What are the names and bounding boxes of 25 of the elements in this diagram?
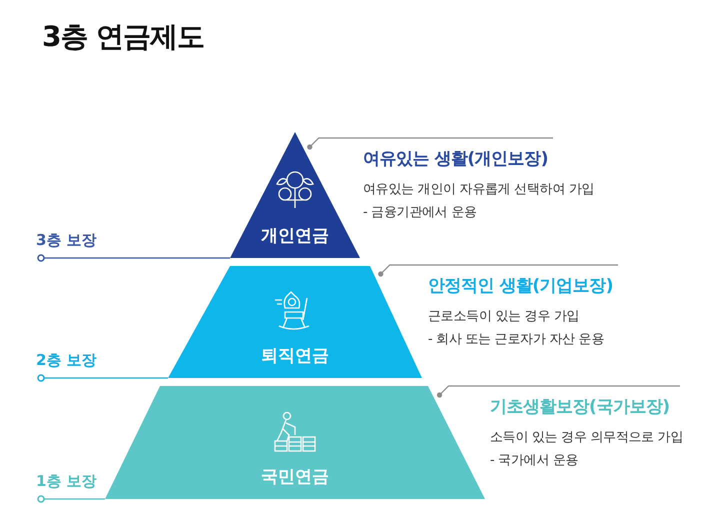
level-label: 2층 보장 (36, 351, 97, 370)
leader-line (378, 264, 618, 277)
tier-label: 개인연금 (260, 225, 330, 247)
tier-label: 퇴직연금 (260, 345, 330, 367)
level-line (37, 374, 168, 382)
heading: 안정적인 생활(기업보장) (428, 275, 614, 297)
pyramid-tier (105, 386, 485, 499)
leader-line (436, 385, 680, 398)
level-label: 3층 보장 (36, 231, 97, 250)
level-label: 1층 보장 (36, 472, 97, 491)
heading: 여유있는 생활(개인보장) (363, 148, 549, 170)
description: 소득이 있는 경우 의무적으로 가입 (490, 429, 684, 447)
description: - 회사 또는 근로자가 자산 운용 (428, 331, 605, 349)
level-line (37, 495, 105, 503)
pyramid-tier (168, 266, 422, 378)
pyramid-tier (230, 132, 360, 258)
description: 근로소득이 있는 경우 가입 (428, 308, 580, 326)
heading: 기초생활보장(국가보장) (490, 396, 671, 418)
description: 여유있는 개인이 자유롭게 선택하여 가입 (363, 181, 596, 199)
tier-label: 국민연금 (260, 466, 330, 488)
level-line (37, 254, 230, 262)
description: - 금융기관에서 운용 (363, 204, 478, 222)
description: - 국가에서 운용 (490, 452, 580, 470)
title: 3층 연금제도 (42, 19, 204, 55)
leader-line (307, 137, 553, 150)
